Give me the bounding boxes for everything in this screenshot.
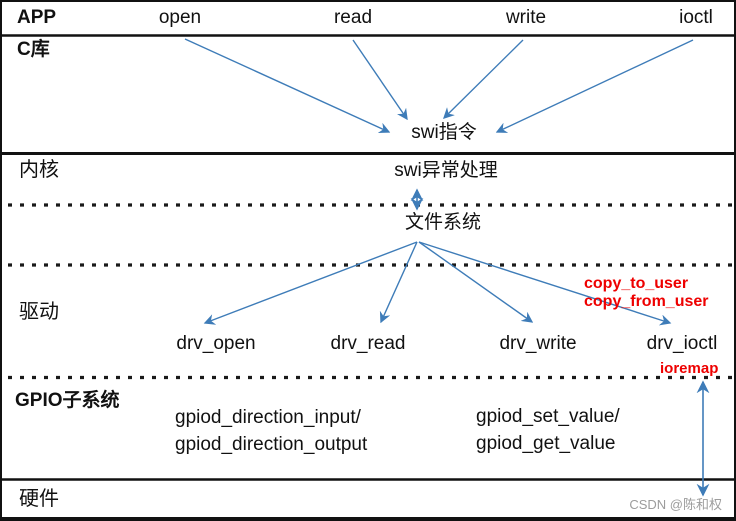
arrow-read-to-swi (352, 39, 408, 121)
syscall-write: write (505, 7, 547, 28)
arrow-fs-to-drv-open (203, 241, 418, 325)
watermark: CSDN @陈和权 (629, 497, 722, 512)
kernel-layer-label: 内核 (19, 159, 59, 181)
gpiod-direction-functions: gpiod_direction_input/ gpiod_direction_o… (175, 404, 367, 458)
copy-to-user-label: copy_to_user (584, 275, 689, 292)
syscall-ioctl: ioctl (679, 7, 713, 28)
drv-read-label: drv_read (330, 333, 406, 354)
drv-open-label: drv_open (176, 333, 256, 354)
gpiod-set-value: gpiod_set_value/ (476, 406, 620, 427)
gpiod-get-value: gpiod_get_value (476, 433, 616, 454)
gpiod-direction-input: gpiod_direction_input/ (175, 407, 361, 428)
arrow-open-to-swi (184, 38, 391, 134)
filesystem-label: 文件系统 (404, 212, 482, 233)
arrow-fs-to-drv-read (379, 241, 418, 324)
arrow-fs-to-drv-write (418, 241, 534, 323)
hardware-layer-label: 硬件 (19, 488, 59, 510)
gpiod-value-functions: gpiod_set_value/ gpiod_get_value (476, 403, 620, 457)
copy-from-user-label: copy_from_user (584, 293, 709, 310)
gpiod-direction-output: gpiod_direction_output (175, 434, 368, 455)
arrow-write-to-swi (443, 39, 524, 119)
drv-ioctl-label: drv_ioctl (646, 333, 718, 354)
ioremap-label: ioremap (660, 360, 719, 377)
syscall-open: open (158, 7, 202, 28)
swi-handler-label: swi异常处理 (394, 160, 498, 181)
app-layer-label: APP (17, 7, 57, 28)
swi-instruction-label: swi指令 (411, 122, 477, 143)
arrow-ioctl-to-swi (495, 39, 694, 133)
driver-layer-label: 驱动 (19, 301, 59, 323)
gpio-layer-label: GPIO子系统 (15, 390, 120, 411)
syscall-read: read (333, 7, 373, 28)
clib-layer-label: C库 (17, 39, 50, 60)
drv-write-label: drv_write (499, 333, 577, 354)
